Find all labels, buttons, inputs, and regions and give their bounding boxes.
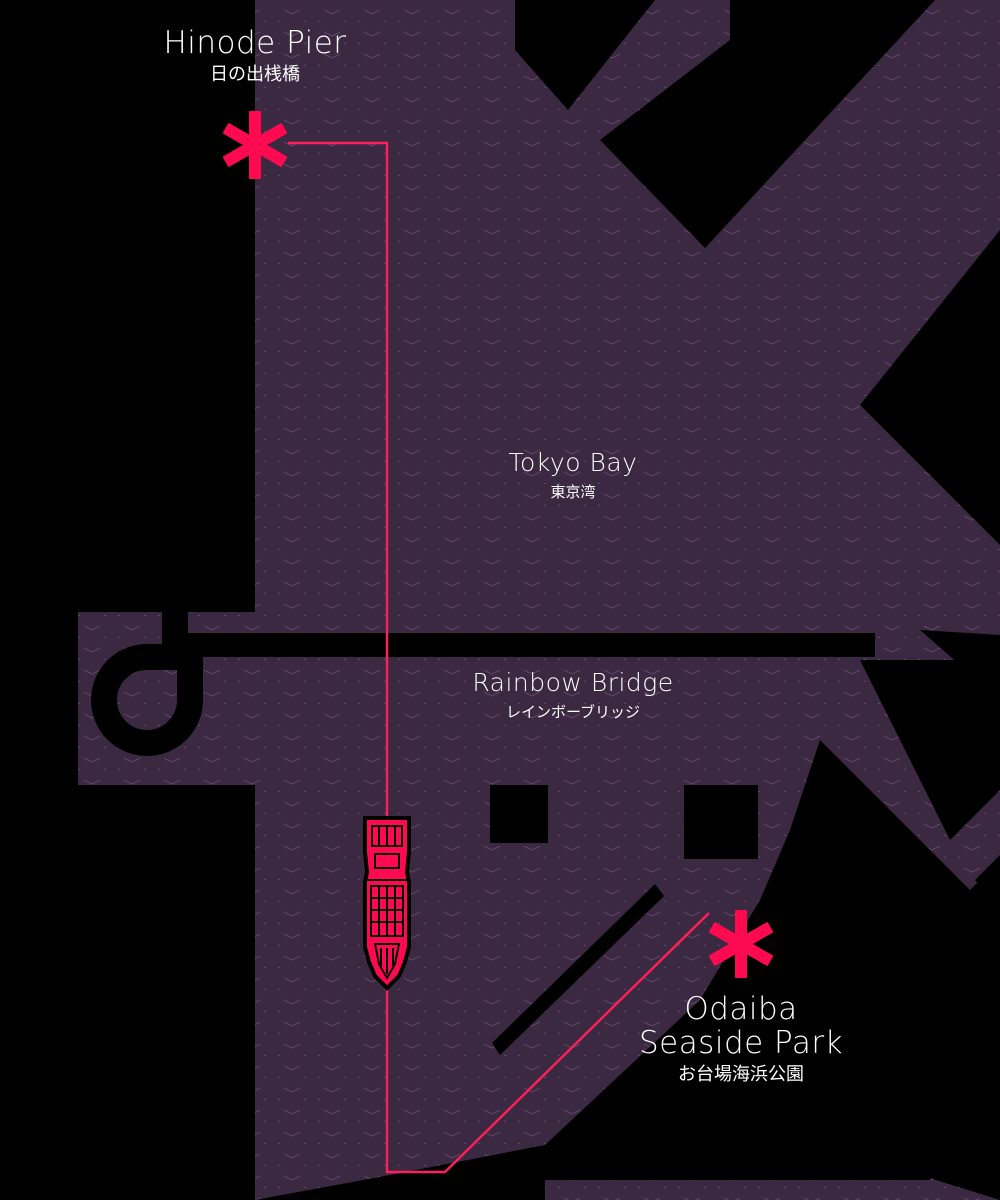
tokyo-bay-name-en: Tokyo Bay [508, 448, 638, 477]
rainbow-bridge [91, 612, 875, 756]
asterisk-marker-icon[interactable] [222, 111, 288, 179]
tokyo-bay-label: Tokyo Bay 東京湾 [463, 448, 683, 502]
east-shore-block [860, 660, 1000, 840]
odaiba-name-en-line2: Seaside Park [638, 1025, 844, 1061]
rainbow-bridge-label: Rainbow Bridge レインボーブリッジ [443, 668, 703, 722]
east-pier [955, 860, 1000, 935]
rainbow-bridge-name-jp: レインボーブリッジ [505, 703, 641, 721]
tokyo-bay-name-jp: 東京湾 [550, 483, 596, 501]
diagonal-breakwater [492, 884, 664, 1055]
odaiba-landmass [545, 740, 1000, 1180]
island-block-left [490, 785, 548, 843]
land-features [490, 660, 1000, 1180]
hinode-pier-name-jp: 日の出桟橋 [210, 64, 300, 85]
rainbow-bridge-name-en: Rainbow Bridge [472, 668, 674, 697]
bridge-deck [175, 633, 875, 657]
asterisk-marker-icon[interactable] [708, 910, 774, 978]
island-block-right [684, 785, 758, 859]
bridge-loop-ramp [91, 612, 203, 756]
odaiba-name-jp: お台場海浜公園 [678, 1064, 804, 1085]
odaiba-name-en-line1: Odaiba [684, 991, 798, 1027]
hinode-pier-label: Hinode Pier 日の出桟橋 [145, 26, 365, 86]
ferry-route-line [288, 141, 710, 1174]
hinode-pier-name-en: Hinode Pier [163, 25, 347, 61]
ferry-boat-icon[interactable] [363, 816, 411, 991]
odaiba-seaside-park-label: Odaiba Seaside Park お台場海浜公園 [611, 992, 871, 1086]
